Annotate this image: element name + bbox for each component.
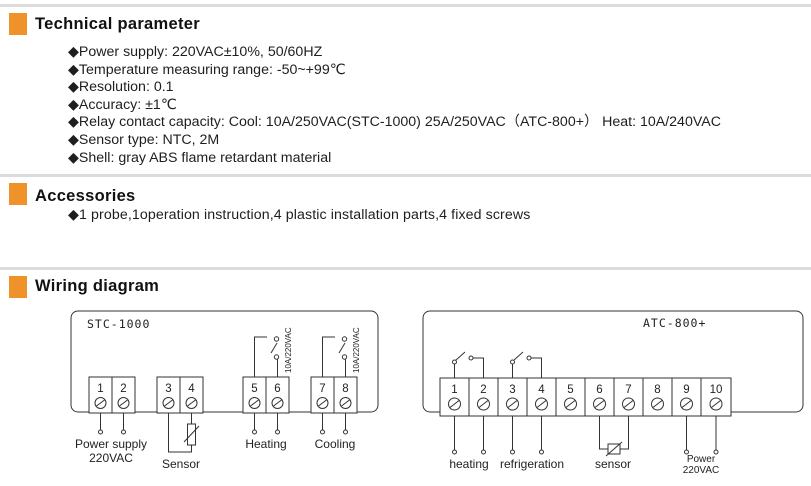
stc-1000-diagram bbox=[70, 310, 379, 413]
atc-terminal-number: 6 bbox=[596, 384, 602, 396]
heading-wiring-diagram: Wiring diagram bbox=[35, 277, 160, 295]
stc-panel bbox=[70, 310, 379, 413]
atc-terminal-number: 3 bbox=[509, 384, 515, 396]
stc-terminal-number: 2 bbox=[120, 383, 126, 395]
stc-terminal-number: 1 bbox=[97, 383, 103, 395]
stc-heating-label: Heating bbox=[245, 437, 286, 451]
section-marker-wiring bbox=[9, 276, 27, 298]
spec-relay-capacity: ◆Relay contact capacity: Cool: 10A/250VA… bbox=[68, 114, 721, 131]
stc-cooling-relay-contact bbox=[322, 336, 348, 377]
heading-technical-parameter: Technical parameter bbox=[35, 15, 200, 33]
heading-accessories: Accessories bbox=[35, 187, 136, 205]
spec-resolution: ◆Resolution: 0.1 bbox=[68, 79, 174, 96]
stc-power-label: Power supply bbox=[75, 437, 147, 451]
atc-terminal-number: 8 bbox=[654, 384, 660, 396]
spec-power-supply: ◆Power supply: 220VAC±10%, 50/60HZ bbox=[68, 44, 323, 60]
stc-cooling-label: Cooling bbox=[315, 437, 356, 451]
atc-terminal-number: 1 bbox=[451, 384, 457, 396]
stc-model-label: STC-1000 bbox=[87, 317, 150, 331]
section-rule-accessories bbox=[0, 174, 811, 177]
screw-icon bbox=[448, 397, 723, 411]
stc-terminal-number: 7 bbox=[319, 383, 325, 395]
stc-sensor-label: Sensor bbox=[162, 457, 200, 471]
stc-cooling-relay-rating: 10A/220VAC bbox=[352, 327, 361, 373]
atc-terminal-block bbox=[439, 377, 732, 417]
atc-terminal-number: 7 bbox=[625, 384, 631, 396]
stc-terminal-number: 8 bbox=[342, 383, 348, 395]
spec-list: ◆Power supply: 220VAC±10%, 50/60HZ ◆Temp… bbox=[68, 44, 721, 167]
atc-terminal-number: 4 bbox=[538, 384, 545, 396]
atc-heating-relay-contact bbox=[452, 351, 484, 378]
stc-terminal-number: 4 bbox=[188, 383, 195, 395]
stc-sensor-probe bbox=[168, 413, 192, 453]
atc-power-voltage: 220VAC bbox=[683, 465, 720, 476]
atc-model-label: ATC-800+ bbox=[643, 316, 706, 330]
spec-shell: ◆Shell: gray ABS flame retardant materia… bbox=[68, 149, 332, 166]
spec-temperature-range: ◆Temperature measuring range: -50~+99℃ bbox=[68, 61, 346, 78]
atc-terminal-number: 5 bbox=[567, 384, 573, 396]
section-rule-wiring bbox=[0, 267, 811, 270]
atc-terminal-number: 2 bbox=[480, 384, 486, 396]
stc-power-voltage: 220VAC bbox=[89, 451, 133, 465]
stc-heating-relay-rating: 10A/220VAC bbox=[284, 327, 293, 373]
spec-accuracy: ◆Accuracy: ±1℃ bbox=[68, 96, 177, 113]
atc-heating-label: heating bbox=[449, 457, 488, 471]
atc-sensor-label: sensor bbox=[595, 457, 631, 471]
atc-terminal-number: 10 bbox=[710, 384, 723, 396]
section-marker-technical bbox=[9, 13, 27, 35]
atc-refrigeration-label: refrigeration bbox=[500, 457, 564, 471]
accessories-text: ◆1 probe,1operation instruction,4 plasti… bbox=[68, 207, 531, 223]
section-rule-technical bbox=[0, 4, 811, 7]
atc-refrigeration-relay-contact bbox=[510, 351, 542, 378]
stc-heating-relay-contact bbox=[254, 336, 280, 377]
atc-power-label: Power bbox=[687, 454, 716, 465]
stc-terminal-number: 5 bbox=[251, 383, 257, 395]
spec-sensor-type: ◆Sensor type: NTC, 2M bbox=[68, 131, 220, 148]
screw-icon bbox=[94, 397, 352, 409]
section-marker-accessories bbox=[9, 183, 27, 205]
stc-terminal-number: 3 bbox=[165, 383, 171, 395]
stc-terminal-number: 6 bbox=[274, 383, 280, 395]
atc-terminal-number: 9 bbox=[683, 384, 689, 396]
